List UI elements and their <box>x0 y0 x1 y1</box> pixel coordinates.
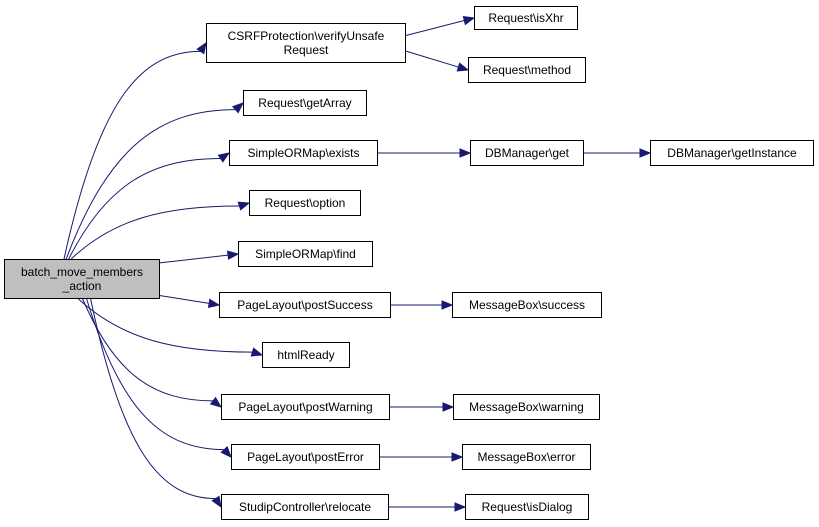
arrowhead-icon <box>196 41 207 55</box>
node-simpleormap-find[interactable]: SimpleORMap\find <box>238 241 373 267</box>
node-batch-move-members-action[interactable]: batch_move_members _action <box>4 259 160 299</box>
arrowhead-icon <box>237 201 251 211</box>
arrowhead-icon <box>231 102 245 114</box>
arrowhead-icon <box>209 396 223 408</box>
node-request-isxhr[interactable]: Request\isXhr <box>474 6 578 30</box>
node-pagelayout-posterror[interactable]: PageLayout\postError <box>231 444 380 470</box>
arrowhead-icon <box>227 250 240 260</box>
node-studipcontroller-relocate[interactable]: StudipController\relocate <box>221 494 389 520</box>
node-pagelayout-postwarning[interactable]: PageLayout\postWarning <box>221 394 390 420</box>
arrowhead-icon <box>639 148 652 158</box>
arrowhead-icon <box>454 502 467 512</box>
node-htmlready[interactable]: htmlReady <box>262 342 350 368</box>
node-simpleormap-exists[interactable]: SimpleORMap\exists <box>229 140 378 166</box>
node-messagebox-error[interactable]: MessageBox\error <box>462 444 591 470</box>
node-request-getarray[interactable]: Request\getArray <box>243 90 367 116</box>
arrowhead-icon <box>441 300 454 310</box>
edge-csrf-to-method <box>405 50 459 68</box>
arrowhead-icon <box>220 446 232 458</box>
arrowhead-icon <box>211 495 222 509</box>
edge-root-to-option <box>70 205 240 260</box>
edge-root-to-csrf <box>63 50 201 260</box>
edge-root-to-getarray <box>65 109 236 260</box>
node-request-option[interactable]: Request\option <box>249 190 361 216</box>
arrowhead-icon <box>217 152 231 163</box>
node-dbmanager-getinstance[interactable]: DBManager\getInstance <box>650 140 814 166</box>
arrowhead-icon <box>207 298 221 309</box>
edge-root-to-posterror <box>86 298 225 451</box>
node-messagebox-success[interactable]: MessageBox\success <box>452 292 602 318</box>
arrowhead-icon <box>459 148 472 158</box>
edge-csrf-to-isxhr <box>405 20 465 36</box>
node-request-method[interactable]: Request\method <box>468 57 586 83</box>
node-csrf-verify-unsafe-request[interactable]: CSRFProtection\verifyUnsafe Request <box>206 23 406 63</box>
edge-root-to-htmlready <box>78 298 253 353</box>
edge-root-to-exists <box>68 158 221 260</box>
node-dbmanager-get[interactable]: DBManager\get <box>470 140 584 166</box>
node-pagelayout-postsuccess[interactable]: PageLayout\postSuccess <box>219 292 391 318</box>
arrowhead-icon <box>442 402 455 412</box>
node-request-isdialog[interactable]: Request\isDialog <box>465 494 589 520</box>
arrowhead-icon <box>250 347 264 357</box>
edge-root-to-find <box>149 254 229 265</box>
edge-root-to-relocate <box>90 298 216 500</box>
node-messagebox-warning[interactable]: MessageBox\warning <box>453 394 600 420</box>
arrowhead-icon <box>456 62 470 72</box>
arrowhead-icon <box>451 452 464 462</box>
arrowhead-icon <box>462 16 476 26</box>
